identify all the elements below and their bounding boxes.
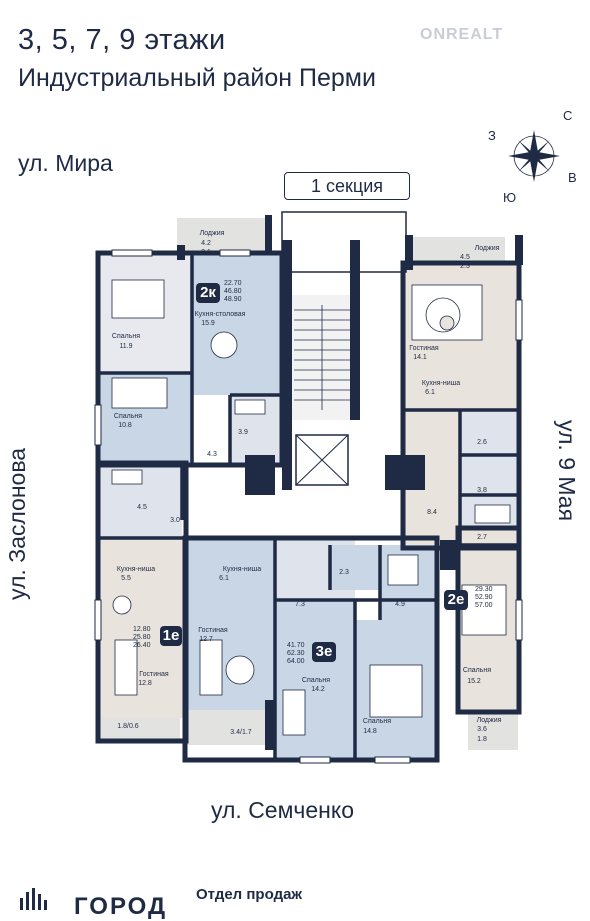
area-total: 52.90 [475,594,493,601]
room-balcony-c: 3.4/1.7 [230,729,252,736]
compass-south: Ю [503,190,517,205]
room-loggia-se-b: 1.8 [477,736,487,743]
room-living-w-a: 12.8 [138,680,152,687]
footer-city: ГОРОД [74,893,168,920]
logo-icon [20,888,47,910]
room-kniche-w-a: 5.5 [121,575,131,582]
apartment-badge-2k: 2к [196,283,220,303]
room-kniche-c-a: 6.1 [219,575,229,582]
compass-west: З [488,128,496,143]
area-with-loggia: 57.00 [475,602,493,609]
footer-sales: Отдел продаж [196,886,303,903]
area-living: 41.70 [287,642,305,649]
area-living: 29.30 [475,586,493,593]
room-kniche-ne-a: 6.1 [425,389,435,396]
area-living: 12.80 [133,626,151,633]
apartment-areas-2e: 29.30 52.90 57.00 [475,586,493,610]
page-subtitle: Индустриальный район Перми [18,64,376,92]
room-bed2: Спальня [114,413,142,420]
room-bed2-a: 10.8 [118,422,132,429]
room-loggia-se-a: 3.6 [477,726,487,733]
room-bed3: Спальня [302,677,330,684]
room-bed5-a: 15.2 [467,678,481,685]
room-living-ne-a: 14.1 [413,354,427,361]
compass-north: С [563,108,573,123]
room-e26: 2.6 [477,439,487,446]
watermark: ONREALT [420,26,504,43]
apartment-badge-3e: 3е [312,642,336,662]
room-living-c-a: 12.7 [199,636,213,643]
room-bed5: Спальня [463,667,491,674]
room-kitchen-dining: Кухня-столовая [195,311,246,318]
room-living-ne: Гостиная [409,345,439,352]
apartment-badge-2e: 2е [444,590,468,610]
room-loggia-ne-a: 4.5 [460,254,470,261]
apartment-areas-2k: 22.70 46.80 48.90 [224,280,242,304]
room-bath: 3.9 [238,429,248,436]
area-living: 22.70 [224,280,242,287]
room-balcony-w: 1.8/0.6 [117,723,139,730]
section-label: 1 секция [284,172,410,200]
room-c49: 4.9 [395,601,405,608]
room-loggia-ne-b: 2.3 [460,263,470,270]
page-title: 3, 5, 7, 9 этажи [18,24,226,56]
room-loggia-se: Лоджия [477,717,502,724]
room-w30: 3.0 [170,517,180,524]
room-bed4-a: 14.8 [363,728,377,735]
area-total: 46.80 [224,288,242,295]
room-e84: 8.4 [427,509,437,516]
room-e27: 2.7 [477,534,487,541]
area-with-loggia: 48.90 [224,296,242,303]
street-south-label: ул. Семченко [211,797,354,823]
area-total: 62.30 [287,650,305,657]
apartment-badge-1e: 1е [160,626,182,646]
room-loggia-ne: Лоджия [475,245,500,252]
room-hall: 4.3 [207,451,217,458]
room-living-c: Гостиная [198,627,228,634]
compass-icon [508,130,560,182]
room-loggia-nw: Лоджия [200,230,225,237]
room-bed1: Спальня [112,333,140,340]
area-with-loggia: 64.00 [287,658,305,665]
apartment-areas-3e: 41.70 62.30 64.00 [287,642,305,666]
room-kniche-ne: Кухня-ниша [422,380,460,387]
room-c73: 7.3 [295,601,305,608]
area-with-loggia: 26.40 [133,642,151,649]
room-kniche-c: Кухня-ниша [223,566,261,573]
room-living-w: Гостиная [139,671,169,678]
street-north-label: ул. Мира [18,150,113,176]
room-e38: 3.8 [477,487,487,494]
area-total: 25.80 [133,634,151,641]
room-bed1-a: 11.9 [119,343,132,350]
room-loggia-nw-b: 2.1 [201,249,211,256]
room-c23: 2.3 [339,569,349,576]
room-kitchen-dining-a: 15.9 [201,320,215,327]
room-kniche-w: Кухня-ниша [117,566,155,573]
apartment-areas-1e: 12.80 25.80 26.40 [133,626,151,650]
room-bed3-a: 14.2 [311,686,325,693]
compass-east: В [568,170,577,185]
room-w45: 4.5 [137,504,147,511]
room-bed4: Спальня [363,718,391,725]
room-loggia-nw-a: 4.2 [201,240,211,247]
